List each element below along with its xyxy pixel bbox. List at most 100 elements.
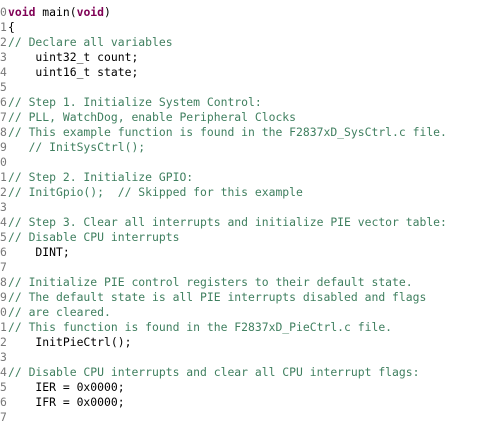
line-number: 7 <box>0 260 7 274</box>
code-line[interactable]: 7 <box>0 260 502 275</box>
code-line[interactable]: 0// are cleared. <box>0 305 502 320</box>
line-number: 2 <box>0 35 7 49</box>
code-text[interactable] <box>8 350 502 365</box>
code-line[interactable]: 8// Initialize PIE control registers to … <box>0 275 502 290</box>
line-number: 9 <box>0 140 7 154</box>
comment-token: // Disable CPU interrupts and clear all … <box>8 365 420 379</box>
code-text[interactable]: // The default state is all PIE interrup… <box>8 290 502 305</box>
code-line[interactable]: 3 <box>0 350 502 365</box>
line-number: 0 <box>0 5 7 19</box>
comment-token: // Declare all variables <box>8 35 173 49</box>
code-text[interactable]: uint32_t count; <box>8 50 502 65</box>
code-text[interactable] <box>8 200 502 215</box>
code-line[interactable]: 2// Declare all variables <box>0 35 502 50</box>
code-text[interactable]: // Step 2. Initialize GPIO: <box>8 170 502 185</box>
line-number: 1 <box>0 20 7 34</box>
line-number: 0 <box>0 305 7 319</box>
code-line[interactable]: 3 uint32_t count; <box>0 50 502 65</box>
code-line[interactable]: 4// Step 3. Clear all interrupts and ini… <box>0 215 502 230</box>
line-number: 3 <box>0 350 7 364</box>
comment-token: // Step 3. Clear all interrupts and init… <box>8 215 447 229</box>
code-text[interactable]: { <box>8 20 502 35</box>
code-text[interactable] <box>8 260 502 275</box>
code-line[interactable]: 7 <box>0 410 502 425</box>
line-number: 5 <box>0 380 7 394</box>
code-token: uint32_t count; <box>8 50 139 64</box>
comment-token: // Initialize PIE control registers to t… <box>8 275 413 289</box>
code-text[interactable]: // are cleared. <box>8 305 502 320</box>
line-number: 2 <box>0 335 7 349</box>
code-text[interactable]: // PLL, WatchDog, enable Peripheral Cloc… <box>8 110 502 125</box>
code-text[interactable]: uint16_t state; <box>8 65 502 80</box>
line-number: 0 <box>0 155 7 169</box>
line-number: 3 <box>0 200 7 214</box>
line-number: 4 <box>0 215 7 229</box>
line-number: 4 <box>0 65 7 79</box>
code-text[interactable]: // InitSysCtrl(); <box>8 140 502 155</box>
code-line[interactable]: 5 IER = 0x0000; <box>0 380 502 395</box>
code-line[interactable]: 1// This function is found in the F2837x… <box>0 320 502 335</box>
line-number: 2 <box>0 185 7 199</box>
code-text[interactable]: // Step 1. Initialize System Control: <box>8 95 502 110</box>
code-token: uint16_t state; <box>8 65 139 79</box>
line-number: 7 <box>0 110 7 124</box>
code-line[interactable]: 9// The default state is all PIE interru… <box>0 290 502 305</box>
comment-token: // InitSysCtrl(); <box>8 140 146 154</box>
comment-token: // This example function is found in the… <box>8 125 447 139</box>
code-line[interactable]: 4 uint16_t state; <box>0 65 502 80</box>
code-text[interactable]: // Declare all variables <box>8 35 502 50</box>
code-line[interactable]: 0 <box>0 155 502 170</box>
code-token: IER = 0x0000; <box>8 380 125 394</box>
code-line[interactable]: 6 IFR = 0x0000; <box>0 395 502 410</box>
code-text[interactable]: // Disable CPU interrupts and clear all … <box>8 365 502 380</box>
code-line[interactable]: 6// Step 1. Initialize System Control: <box>0 95 502 110</box>
comment-token: // This function is found in the F2837xD… <box>8 320 393 334</box>
code-line[interactable]: 8// This example function is found in th… <box>0 125 502 140</box>
code-text[interactable]: // Initialize PIE control registers to t… <box>8 275 502 290</box>
line-number: 6 <box>0 95 7 109</box>
code-text[interactable]: // Step 3. Clear all interrupts and init… <box>8 215 502 230</box>
code-line[interactable]: 2// InitGpio(); // Skipped for this exam… <box>0 185 502 200</box>
comment-token: // PLL, WatchDog, enable Peripheral Cloc… <box>8 110 297 124</box>
code-line[interactable]: 5// Disable CPU interrupts <box>0 230 502 245</box>
code-line[interactable]: 4// Disable CPU interrupts and clear all… <box>0 365 502 380</box>
code-line[interactable]: 7// PLL, WatchDog, enable Peripheral Clo… <box>0 110 502 125</box>
code-line[interactable]: 9 // InitSysCtrl(); <box>0 140 502 155</box>
code-text[interactable] <box>8 80 502 95</box>
line-number: 8 <box>0 125 7 139</box>
line-number: 9 <box>0 290 7 304</box>
code-line[interactable]: 6 DINT; <box>0 245 502 260</box>
comment-token: // Step 1. Initialize System Control: <box>8 95 262 109</box>
comment-token: // are cleared. <box>8 305 111 319</box>
code-text[interactable]: // This example function is found in the… <box>8 125 502 140</box>
code-text[interactable]: IER = 0x0000; <box>8 380 502 395</box>
code-text[interactable]: IFR = 0x0000; <box>8 395 502 410</box>
line-number: 1 <box>0 170 7 184</box>
code-text[interactable]: InitPieCtrl(); <box>8 335 502 350</box>
code-text[interactable]: // This function is found in the F2837xD… <box>8 320 502 335</box>
line-number: 8 <box>0 275 7 289</box>
code-token: DINT; <box>8 245 70 259</box>
code-text[interactable]: // InitGpio(); // Skipped for this examp… <box>8 185 502 200</box>
code-line[interactable]: 1// Step 2. Initialize GPIO: <box>0 170 502 185</box>
code-line[interactable]: 5 <box>0 80 502 95</box>
code-text[interactable]: void main(void) <box>8 5 502 20</box>
code-text[interactable] <box>8 155 502 170</box>
code-text[interactable]: // Disable CPU interrupts <box>8 230 502 245</box>
line-number: 3 <box>0 50 7 64</box>
code-token: InitPieCtrl(); <box>8 335 132 349</box>
comment-token: // InitGpio(); // Skipped for this examp… <box>8 185 303 199</box>
comment-token: // The default state is all PIE interrup… <box>8 290 427 304</box>
line-number: 1 <box>0 320 7 334</box>
code-token: ) <box>104 5 111 19</box>
code-line[interactable]: 3 <box>0 200 502 215</box>
comment-token: // Disable CPU interrupts <box>8 230 180 244</box>
line-number: 6 <box>0 245 7 259</box>
code-line[interactable]: 2 InitPieCtrl(); <box>0 335 502 350</box>
line-number: 5 <box>0 230 7 244</box>
code-text[interactable]: DINT; <box>8 245 502 260</box>
line-number: 4 <box>0 365 7 379</box>
code-line[interactable]: 1{ <box>0 20 502 35</box>
